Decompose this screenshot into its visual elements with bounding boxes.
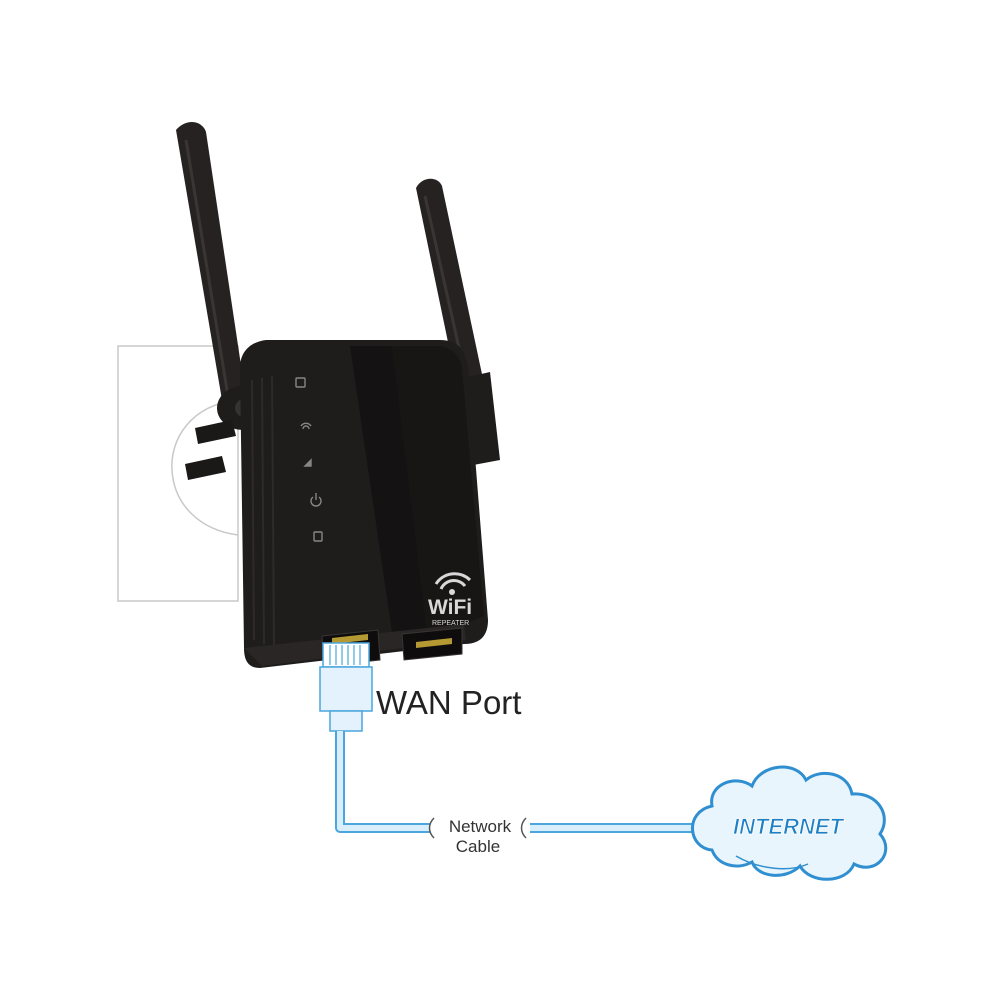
power-icon xyxy=(310,493,322,507)
wifi-brand-text: WiFi xyxy=(428,596,472,619)
wan-port-label: WAN Port xyxy=(376,684,521,721)
rj45-connector xyxy=(319,642,373,732)
lan-port xyxy=(401,627,463,661)
repeater-brand-text: REPEATER xyxy=(432,620,469,627)
internet-label: INTERNET xyxy=(733,814,845,839)
internet-cloud-icon: INTERNET xyxy=(691,765,888,881)
status-icons xyxy=(295,377,323,542)
wps-icon xyxy=(295,377,306,388)
cable-label-line2: Cable xyxy=(456,837,500,856)
signal-icon xyxy=(303,458,312,467)
wifi-logo: WiFi REPEATER xyxy=(428,572,472,627)
wifi-signal-icon xyxy=(300,422,312,430)
lan-icon xyxy=(313,531,323,542)
network-cable xyxy=(335,731,700,839)
cable-label-line1: Network xyxy=(449,817,512,836)
